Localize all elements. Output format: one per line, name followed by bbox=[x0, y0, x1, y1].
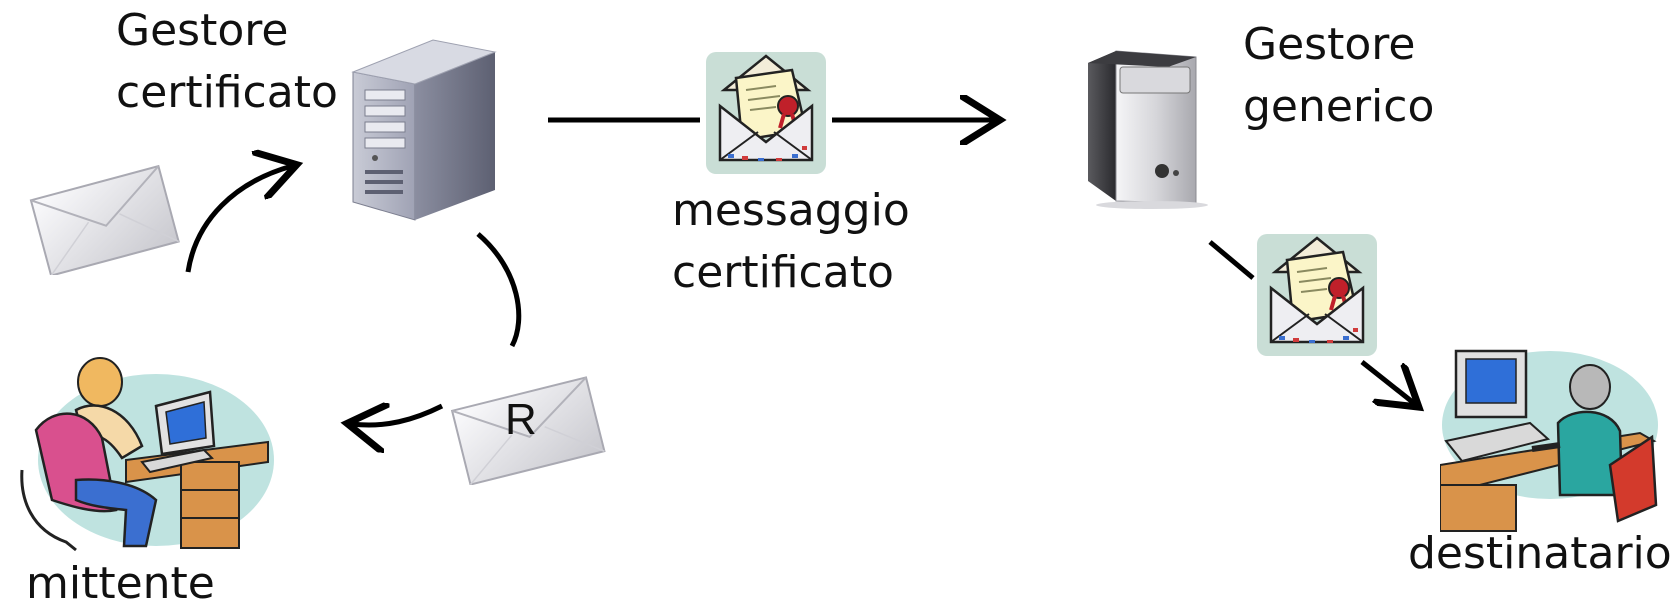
arc-server-to-receipt bbox=[476, 232, 522, 348]
receipt-letter: R bbox=[505, 395, 537, 444]
receipt-envelope-icon: R bbox=[443, 375, 613, 486]
arrow-receipt-to-sender bbox=[352, 406, 444, 425]
certified-envelope-icon bbox=[706, 52, 826, 174]
person-at-computer-icon bbox=[20, 357, 274, 552]
server-tower-icon bbox=[351, 39, 497, 221]
label-mittente: mittente bbox=[26, 558, 215, 609]
envelope-icon bbox=[29, 164, 180, 275]
person-at-computer-icon bbox=[1440, 349, 1658, 532]
label-gestore-certificato: Gestore certificato bbox=[116, 5, 338, 118]
certified-envelope-icon bbox=[1257, 234, 1377, 356]
label-gestore-generico: Gestore generico bbox=[1243, 19, 1435, 132]
server-tower-icon bbox=[1088, 50, 1208, 209]
label-messaggio-certificato: messaggio certificato bbox=[672, 185, 910, 298]
arrow-message-to-recipient bbox=[1360, 360, 1415, 404]
envelope-icon bbox=[450, 376, 606, 486]
arrow-sender-to-server bbox=[185, 166, 292, 273]
label-destinatario: destinatario bbox=[1408, 528, 1672, 579]
line-generic-server-to-message bbox=[1208, 240, 1255, 280]
